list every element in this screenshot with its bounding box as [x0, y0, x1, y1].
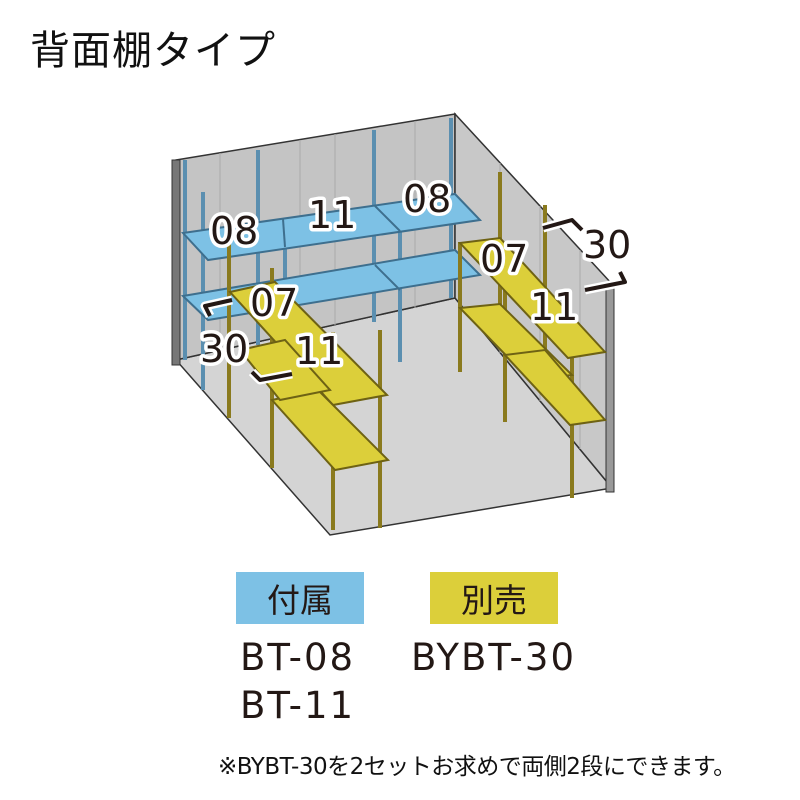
included-badge: 付属	[236, 572, 364, 624]
label-right-30: 30	[583, 223, 631, 267]
label-right-11: 11	[530, 285, 578, 329]
right-corner-post	[605, 281, 615, 493]
blue-shelf-top	[180, 192, 483, 262]
label-left-back-08: 08	[210, 209, 258, 253]
left-corner-post	[171, 159, 181, 366]
label-left-07: 07	[250, 281, 298, 325]
yellow-shelf-right-upper	[457, 236, 607, 360]
yellow-shelf-right-lower	[502, 348, 607, 427]
shelf-diagram: 08 11 08 07 30 11 07 30 11	[171, 112, 632, 536]
footnote: ※BYBT-30を2セットお求めで両側2段にできます。	[218, 754, 736, 780]
label-right-back-08: 08	[403, 177, 451, 221]
yellow-shelf-left-mid	[238, 338, 332, 402]
included-model-1: BT-08	[240, 636, 356, 679]
page-title: 背面棚タイプ	[30, 28, 276, 74]
label-right-07: 07	[480, 237, 528, 281]
label-left-30: 30	[200, 327, 248, 371]
optional-badge: 別売	[430, 572, 558, 624]
label-center-back-11: 11	[308, 193, 356, 237]
optional-model-1: BYBT-30	[411, 636, 576, 679]
label-left-11: 11	[295, 329, 343, 373]
included-model-2: BT-11	[240, 684, 356, 727]
